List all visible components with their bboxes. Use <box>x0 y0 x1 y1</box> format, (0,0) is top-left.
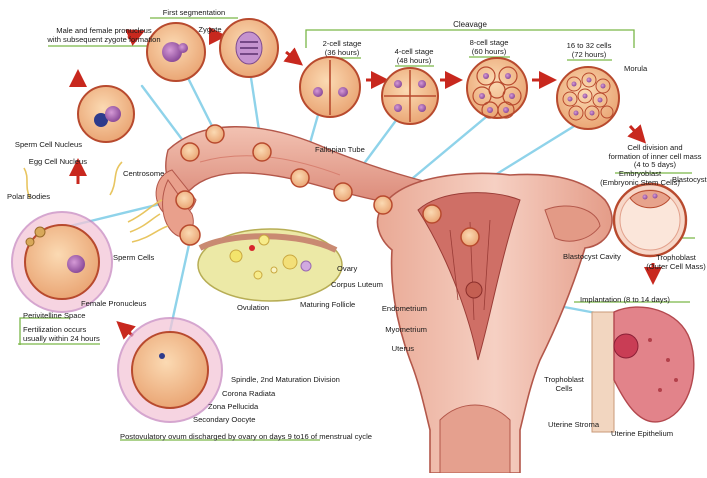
morula-cell <box>557 67 619 129</box>
eight-cell-stage <box>467 58 527 118</box>
label-perivitelline: Perivitelline Space <box>23 312 85 321</box>
label-spindle: Spindle, 2nd Maturation Division <box>231 376 340 385</box>
implantation-detail <box>592 307 694 432</box>
label-two-cell: 2-cell stage(36 hours) <box>323 40 362 57</box>
label-polar-bodies: Polar Bodies <box>7 193 50 202</box>
first-segmentation-cell <box>220 19 278 77</box>
label-uterus: Uterus <box>392 345 414 354</box>
label-corona: Corona Radiata <box>222 390 275 399</box>
label-female-pronucleus: Female Pronucleus <box>81 300 146 309</box>
label-postovulatory: Postovulatory ovum discharged by ovary o… <box>120 433 372 442</box>
label-first-segmentation: First segmentation <box>163 9 225 18</box>
label-sperm-cells: Sperm Cells <box>113 254 154 263</box>
four-cell-stage <box>382 68 438 124</box>
label-egg-nucleus: Egg Cell Nucleus <box>29 158 87 167</box>
label-trophoblast: Trophoblast(Outer Cell Mass) <box>646 254 706 271</box>
label-eight-cell: 8-cell stage(60 hours) <box>470 39 509 56</box>
label-uterine-stroma: Uterine Stroma <box>548 421 599 430</box>
label-ovulation: Ovulation <box>237 304 269 313</box>
label-uterine-epithelium: Uterine Epithelium <box>611 430 673 439</box>
label-blastocyst: Blastocyst <box>672 176 707 185</box>
label-corpus-luteum: Corpus Luteum <box>331 281 383 290</box>
label-centrosome: Centrosome <box>123 170 164 179</box>
label-morula: Morula <box>624 65 647 74</box>
label-implantation: Implantation (8 to 14 days) <box>580 296 670 305</box>
label-ovary: Ovary <box>337 265 357 274</box>
label-secondary-oocyte: Secondary Oocyte <box>193 416 255 425</box>
label-zygote: Zygote <box>198 26 221 35</box>
label-endometrium: Endometrium <box>382 305 427 314</box>
pronuclei-cell <box>78 86 134 142</box>
cervix <box>440 405 510 473</box>
label-fallopian-tube: Fallopian Tube <box>315 146 365 155</box>
label-cleavage: Cleavage <box>453 21 487 30</box>
label-four-cell: 4-cell stage(48 hours) <box>395 48 434 65</box>
label-zona: Zona Pellucida <box>208 403 258 412</box>
label-sperm-nucleus: Sperm Cell Nucleus <box>15 141 82 150</box>
label-maturing-follicle: Maturing Follicle <box>300 301 355 310</box>
fertilization-egg <box>12 212 112 312</box>
implantation-site <box>466 282 482 298</box>
label-blastocyst-cavity: Blastocyst Cavity <box>563 253 621 262</box>
label-myometrium: Myometrium <box>385 326 427 335</box>
secondary-oocyte <box>118 318 222 422</box>
implanting-blastocyst <box>461 228 479 246</box>
blastocyst-cell <box>614 184 686 256</box>
label-sixteen-cell: 16 to 32 cells(72 hours) <box>567 42 612 59</box>
two-cell-stage <box>300 57 360 117</box>
label-embryoblast: Embryoblast(Embryonic Stem Cells) <box>600 170 680 187</box>
